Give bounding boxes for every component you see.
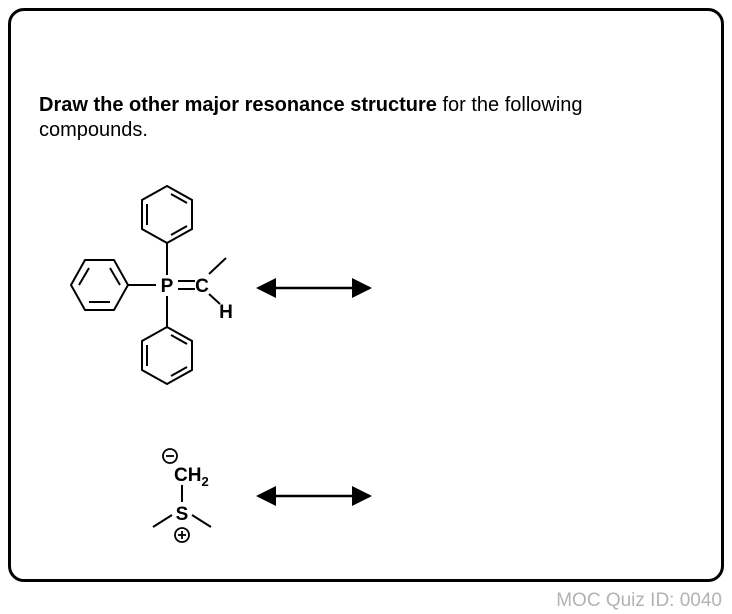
atom-sulfur: S: [176, 504, 189, 525]
phenyl-ring-left: [69, 259, 130, 311]
phenyl-ring-bottom: [141, 325, 193, 386]
quiz-id-label: MOC Quiz ID: 0040: [556, 590, 722, 611]
question-rest: for the following compounds.: [39, 94, 583, 141]
atom-ch2: CH2: [174, 465, 209, 489]
negative-charge-icon: [162, 448, 178, 464]
molecule-ylide: [69, 184, 227, 386]
question-text: Draw the other major resonance structure…: [39, 93, 679, 143]
positive-charge-icon: [174, 527, 190, 543]
phenyl-ring-top: [141, 184, 193, 245]
molecule-sulfur-ylide: CH2 S: [152, 448, 212, 543]
atom-hydrogen: H: [219, 302, 233, 323]
ch-label: CH: [174, 465, 201, 486]
atom-phosphorus: P: [161, 276, 174, 297]
ch2-subscript: 2: [201, 474, 208, 489]
question-bold: Draw the other major resonance structure: [39, 94, 437, 116]
atom-carbon-ylide: C: [195, 276, 209, 297]
